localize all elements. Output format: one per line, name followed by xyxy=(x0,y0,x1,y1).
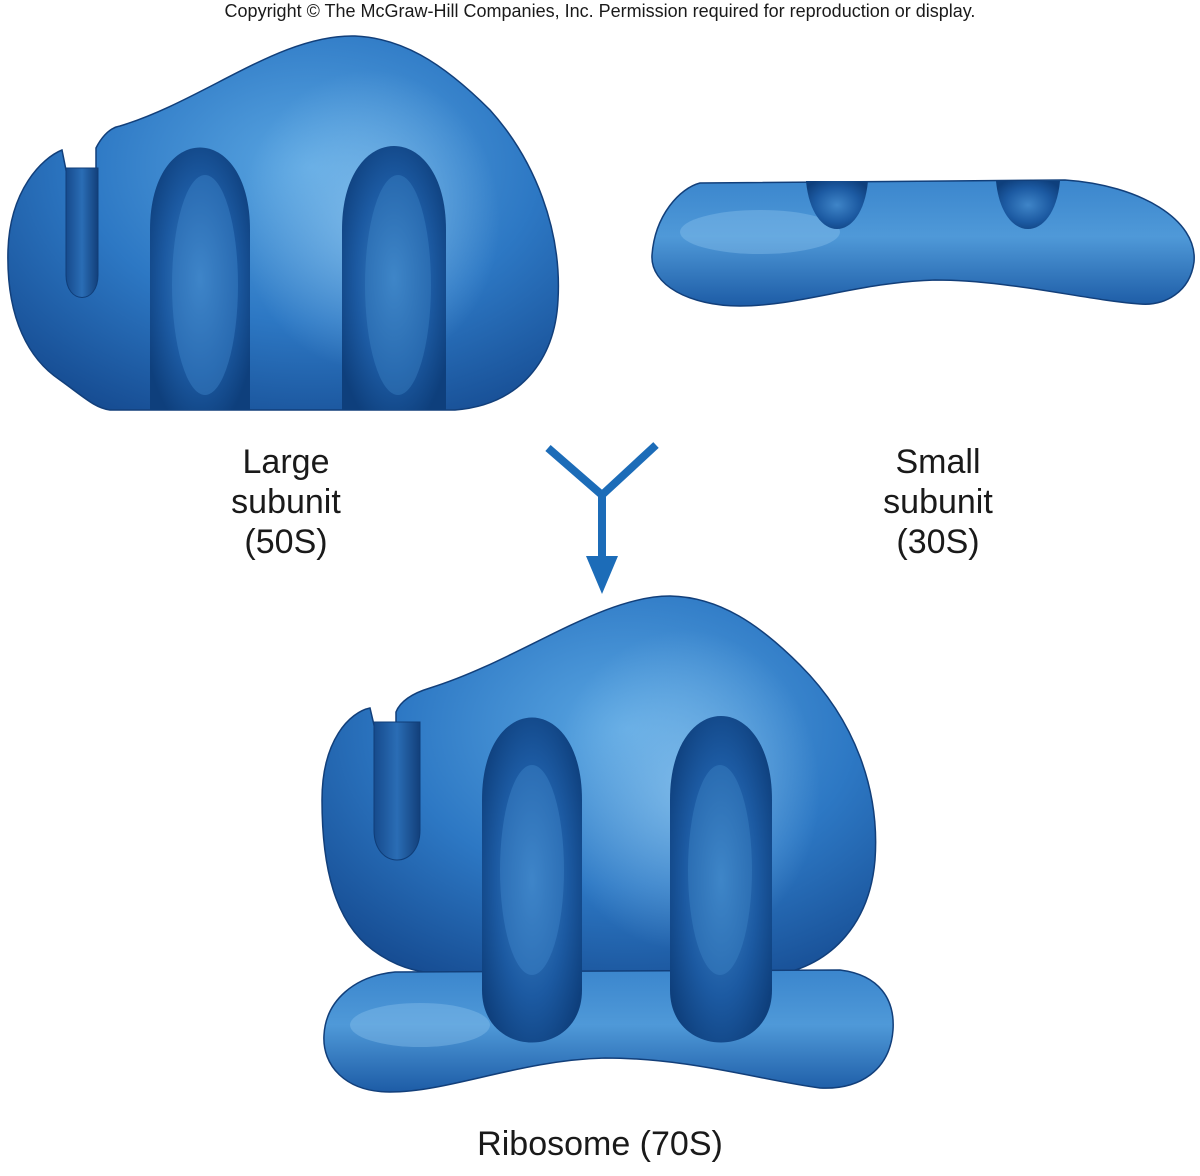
copyright-notice: Copyright © The McGraw-Hill Companies, I… xyxy=(224,1,976,21)
small-subunit-label-line2: subunit xyxy=(883,483,993,521)
small-subunit-label-line1: Small xyxy=(895,443,981,481)
large-subunit-label-line3: (50S) xyxy=(244,523,328,561)
ribosome-shape xyxy=(321,595,894,1093)
ribosome-label: Ribosome (70S) xyxy=(477,1125,723,1163)
large-subunit-shape xyxy=(7,35,560,411)
small-subunit-label-line3: (30S) xyxy=(896,523,980,561)
large-subunit-label-line1: Large xyxy=(242,443,330,481)
large-subunit-label: Large subunit (50S) xyxy=(186,442,386,562)
small-subunit-label: Small subunit (30S) xyxy=(838,442,1038,562)
assembly-arrow xyxy=(545,442,659,594)
small-subunit-shape xyxy=(651,179,1195,307)
large-subunit-label-line2: subunit xyxy=(231,483,341,521)
